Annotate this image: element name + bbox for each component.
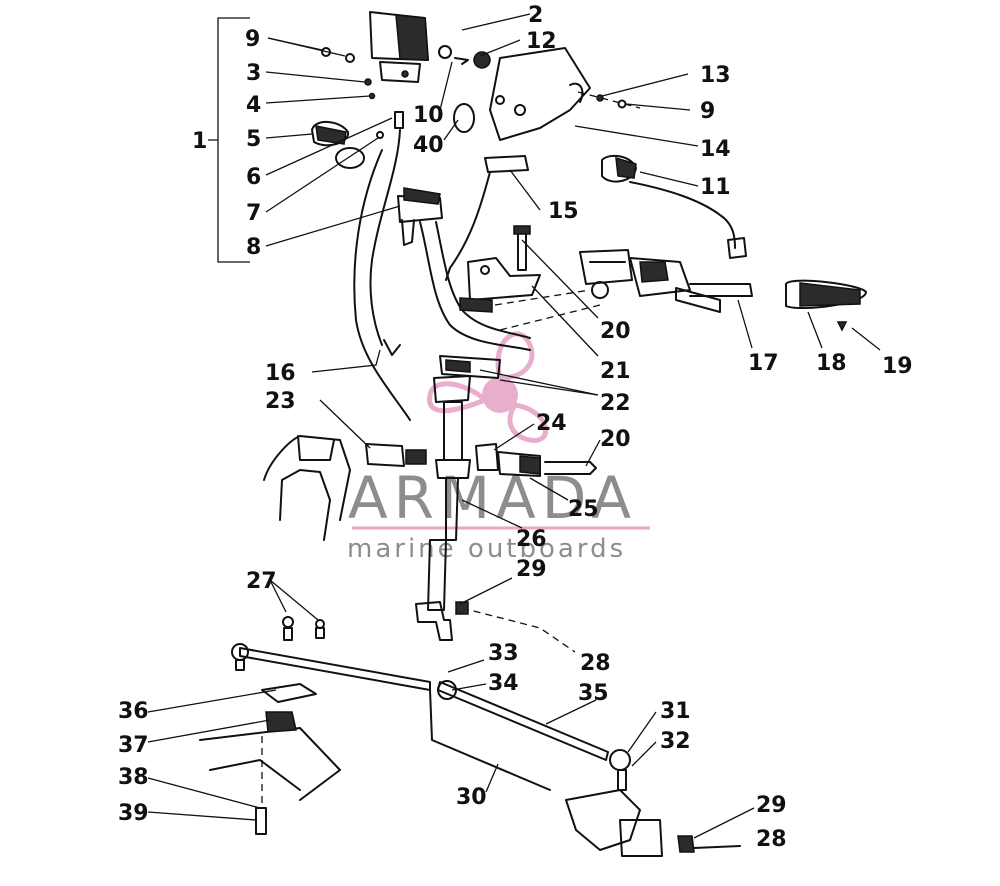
callout-8: 8	[246, 235, 261, 260]
screw-13-9	[577, 91, 641, 109]
callout-9-left: 9	[245, 27, 260, 52]
callout-32: 32	[660, 729, 691, 754]
spindle-knuckle	[565, 789, 741, 857]
callout-29-lower: 29	[756, 793, 787, 818]
callout-28-lower: 28	[756, 827, 787, 852]
callout-3: 3	[246, 61, 261, 86]
callout-28-upper: 28	[580, 651, 611, 676]
callout-19: 19	[882, 354, 913, 379]
brake-lever-left	[397, 187, 531, 351]
callout-13: 13	[700, 63, 731, 88]
callout-35: 35	[578, 681, 609, 706]
callout-1: 1	[192, 129, 207, 154]
callout-40: 40	[413, 133, 444, 158]
callout-9-right: 9	[700, 99, 715, 124]
switch-housing-lower	[489, 47, 591, 141]
callout-14: 14	[700, 137, 731, 162]
callout-38: 38	[118, 765, 149, 790]
callout-33: 33	[488, 641, 519, 666]
handlebar-clamp-upper	[459, 225, 601, 331]
watermark-tagline: marine outboards	[347, 534, 626, 564]
tie-rods	[231, 616, 631, 791]
callout-20-upper: 20	[600, 319, 631, 344]
washer-and-key	[438, 45, 491, 133]
callout-7: 7	[246, 201, 261, 226]
watermark-brand: ARMADA	[348, 464, 637, 532]
callout-16: 16	[265, 361, 296, 386]
callout-29-upper: 29	[516, 557, 547, 582]
leader-lines	[147, 13, 881, 839]
callout-25: 25	[568, 497, 599, 522]
frame-outline	[199, 435, 351, 801]
callout-26: 26	[516, 527, 547, 552]
callout-21: 21	[600, 359, 631, 384]
callout-37: 37	[118, 733, 149, 758]
switch-housing-upper	[369, 11, 429, 83]
callout-34: 34	[488, 671, 519, 696]
callout-12: 12	[526, 29, 557, 54]
steering-post	[415, 375, 471, 641]
callout-11: 11	[700, 175, 731, 200]
callout-6: 6	[246, 165, 261, 190]
castle-nut	[455, 601, 469, 615]
callout-18: 18	[816, 351, 847, 376]
callout-5: 5	[246, 127, 261, 152]
callout-2: 2	[528, 3, 543, 28]
callout-36: 36	[118, 699, 149, 724]
throttle-cables	[353, 129, 411, 421]
brake-lever-right	[579, 249, 753, 313]
callout-24: 24	[536, 411, 567, 436]
callout-30: 30	[456, 785, 487, 810]
callout-39: 39	[118, 801, 149, 826]
small-screws	[321, 47, 404, 139]
handlebar-boot	[445, 155, 529, 281]
throttle-grip	[311, 121, 365, 169]
handlebar-grip-right	[785, 279, 867, 332]
cotter-pin-line	[461, 607, 576, 653]
callout-23: 23	[265, 389, 296, 414]
kill-switch	[601, 154, 747, 259]
steering-bushing	[255, 683, 317, 835]
callout-17: 17	[748, 351, 779, 376]
group-bracket	[208, 17, 250, 263]
callout-22: 22	[600, 391, 631, 416]
callout-27: 27	[246, 569, 277, 594]
callout-15: 15	[548, 199, 579, 224]
handlebar-clamps	[365, 355, 597, 477]
callout-4: 4	[246, 93, 261, 118]
callout-31: 31	[660, 699, 691, 724]
callout-20-lower: 20	[600, 427, 631, 452]
callout-10: 10	[413, 103, 444, 128]
